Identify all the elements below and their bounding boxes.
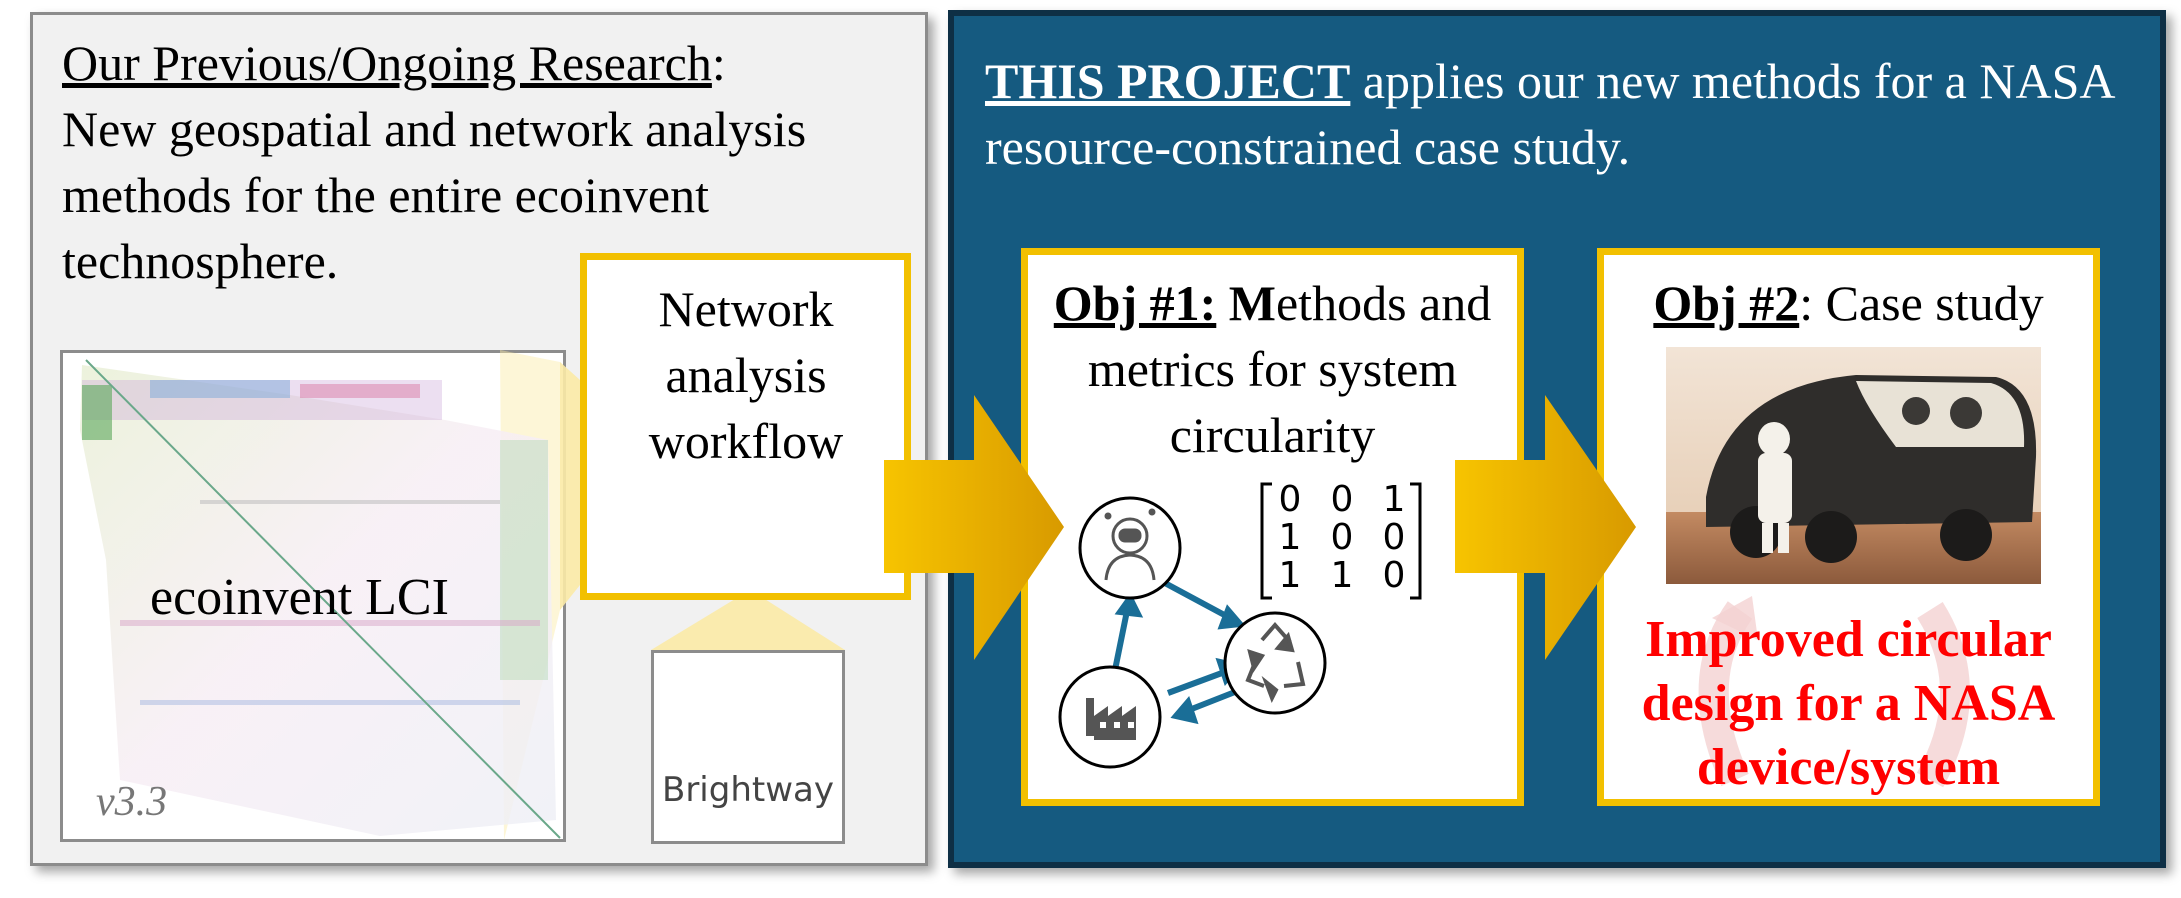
previous-research-heading: Our Previous/Ongoing Research — [62, 35, 712, 91]
matrix-cell: 1 — [1382, 479, 1406, 520]
matrix-cell: 1 — [1278, 517, 1302, 558]
objective-1-title: Obj #1: Methods and metrics for system c… — [1053, 275, 1492, 463]
matrix-cell: 0 — [1330, 517, 1354, 558]
objective-2-title: Obj #2: Case study — [1653, 275, 2044, 331]
arrow-to-obj2 — [1455, 395, 1636, 660]
brightway-label: Brightway — [662, 770, 834, 810]
objective-2-outcome: Improved circular design for a NASA devi… — [1641, 611, 2056, 796]
circular-arrow-icon — [1698, 601, 1970, 788]
factory-icon — [1086, 698, 1136, 740]
rover-photo — [1666, 347, 2041, 584]
ecoinvent-matrix-plot — [80, 359, 561, 839]
this-project-heading: THIS PROJECT — [985, 53, 1351, 109]
adjacency-matrix: 0 0 1 1 0 0 1 1 0 — [1262, 480, 1422, 598]
matrix-cell: 0 — [1278, 479, 1302, 520]
objective-1-label: Obj #1: — [1053, 275, 1217, 331]
matrix-cell: 0 — [1330, 479, 1354, 520]
matrix-cell: 0 — [1382, 517, 1406, 558]
matrix-cell: 1 — [1330, 555, 1354, 596]
network-workflow-box — [580, 253, 911, 600]
previous-research-text: Our Previous/Ongoing Research: New geosp… — [62, 35, 807, 289]
network-workflow-label: Network analysis workflow — [648, 281, 844, 469]
recycle-icon — [1245, 621, 1306, 703]
callout-wedge-bottom — [651, 596, 845, 650]
callout-wedge-left — [560, 362, 580, 610]
objective-2-label: Obj #2 — [1653, 275, 1800, 331]
matrix-cell: 0 — [1382, 555, 1406, 596]
matrix-cell: 1 — [1278, 555, 1302, 596]
ecoinvent-lci-label: ecoinvent LCI — [150, 569, 449, 626]
version-label: v3.3 — [96, 779, 168, 825]
matrix-brackets — [1260, 482, 1422, 600]
circularity-network — [1058, 496, 1327, 769]
brightway-logo-box — [651, 650, 845, 844]
this-project-text: THIS PROJECT applies our new methods for… — [985, 48, 2135, 180]
this-project-body: applies our new methods for a NASA resou… — [985, 53, 2113, 175]
astronaut-icon — [1104, 508, 1156, 581]
previous-research-body: New geospatial and network analysis meth… — [62, 101, 807, 289]
arrow-to-obj1 — [884, 395, 1064, 660]
